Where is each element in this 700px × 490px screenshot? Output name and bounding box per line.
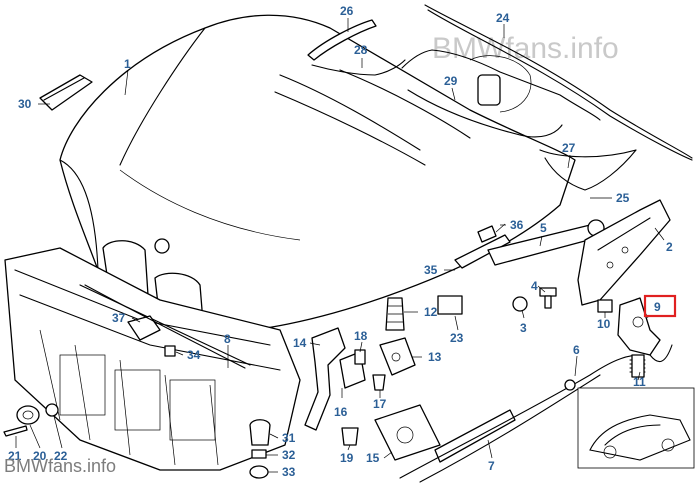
- callout-13: 13: [428, 350, 442, 364]
- rubber-buffers: [3, 403, 59, 437]
- callout-9: 9: [654, 300, 661, 314]
- callout-32: 32: [282, 448, 296, 462]
- hood-seals: [307, 4, 693, 191]
- callout-4: 4: [531, 279, 538, 293]
- watermark-top: BMWfans.info: [432, 32, 619, 65]
- highlight-box-9: [643, 294, 677, 318]
- callout-8: 8: [224, 332, 231, 346]
- callout-25: 25: [616, 191, 630, 205]
- callout-34: 34: [187, 348, 201, 362]
- buffer-stack: [249, 419, 271, 479]
- callout-33: 33: [282, 465, 296, 479]
- callout-10: 10: [597, 317, 611, 331]
- callout-37: 37: [112, 311, 126, 325]
- callout-15: 15: [366, 451, 380, 465]
- callout-20: 20: [33, 449, 47, 463]
- callout-2: 2: [666, 240, 673, 254]
- callout-26: 26: [340, 4, 354, 18]
- callout-29: 29: [444, 74, 458, 88]
- callout-3: 3: [520, 321, 527, 335]
- callout-35: 35: [424, 263, 438, 277]
- callout-36: 36: [510, 218, 524, 232]
- spring-11: [629, 354, 646, 378]
- hood-hinge: [577, 199, 671, 306]
- callout-14: 14: [293, 336, 307, 350]
- callout-30: 30: [18, 97, 32, 111]
- part-30-bracket: [39, 74, 93, 111]
- callout-27: 27: [562, 141, 576, 155]
- callout-18: 18: [354, 329, 368, 343]
- leader-lines: [15, 18, 665, 473]
- hood-lock-15: [341, 404, 441, 461]
- callout-24: 24: [496, 11, 510, 25]
- callout-5: 5: [540, 221, 547, 235]
- bmw-emblem: [154, 238, 170, 254]
- callout-6: 6: [573, 343, 580, 357]
- small-fasteners: [437, 287, 613, 315]
- callout-21: 21: [8, 449, 22, 463]
- callout-7: 7: [488, 459, 495, 473]
- callout-19: 19: [340, 451, 354, 465]
- hood-release-parts: [84, 284, 246, 369]
- seal-26: [307, 19, 377, 61]
- hood-latch-clip: [477, 74, 501, 106]
- callout-23: 23: [450, 331, 464, 345]
- callout-11: 11: [633, 375, 646, 389]
- safety-catch-9: [617, 297, 673, 363]
- callout-28: 28: [354, 43, 368, 57]
- vehicle-inset: [577, 387, 695, 469]
- callout-17: 17: [373, 397, 387, 411]
- lock-bracket: [304, 327, 386, 431]
- callout-1: 1: [124, 57, 131, 71]
- callout-labels: 1 2 3 4 5 6 7 8 9 10 11 12 13 14 15 16 1…: [8, 4, 677, 479]
- hood-lock-13: [379, 297, 416, 376]
- callout-22: 22: [54, 449, 68, 463]
- callout-12: 12: [424, 305, 438, 319]
- gas-strut: [454, 219, 605, 269]
- callout-16: 16: [334, 405, 348, 419]
- watermark-bottom: BMWfans.info: [4, 456, 116, 476]
- callout-31: 31: [282, 431, 296, 445]
